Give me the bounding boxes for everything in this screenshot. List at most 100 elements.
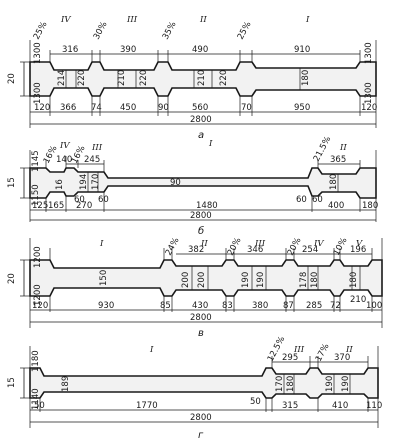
panel-a-bot-6: 560 (192, 103, 208, 113)
panel-b-end-1: 1145 (31, 150, 41, 172)
panel-c-bot-7: 87 (283, 301, 294, 311)
panel-c-th-1: 150 (99, 270, 109, 286)
panel-c-bot-11: 100 (366, 301, 382, 311)
panel-d-pass-3: II (345, 345, 353, 355)
panel-a-th-3: 210 (117, 70, 127, 86)
panel-b-bot-4: 60 (296, 195, 307, 205)
panel-b-bot-6: 60 (312, 195, 323, 205)
panel-d-top-2: 370 (334, 353, 350, 363)
panel-b-bot-2: 165 (48, 201, 64, 211)
panel-b-top-3: 365 (330, 155, 346, 165)
panel-d-top-1: 295 (282, 353, 298, 363)
panel-c: I II III IV V 24% 20% 20% 10% 382 346 25… (7, 236, 383, 339)
panel-a-bot-7: 70 (241, 103, 252, 113)
panel-b-bot-3: 270 (76, 201, 92, 211)
panel-a-end-1: 1300 (33, 42, 43, 64)
panel-c-th-8: 180 (349, 272, 359, 288)
panel-c-end-1: 1200 (33, 246, 43, 268)
panel-c-top-3: 254 (302, 245, 318, 255)
panel-a-bot-4: 450 (120, 103, 136, 113)
panel-b-bot-1: 125 (32, 201, 48, 211)
panel-a-pass-3: II (199, 15, 207, 25)
panel-c-th-4: 190 (241, 272, 251, 288)
panel-a-gauge: 20 (7, 73, 17, 84)
panel-a-letter: а (198, 130, 204, 141)
panel-a-dim-lines (23, 53, 376, 125)
panel-b: IV III I II 16% 16% 21.5% 140 245 365 15… (7, 135, 378, 237)
panel-b-pass-4: II (339, 143, 347, 153)
panel-c-bot-8: 285 (306, 301, 322, 311)
panel-a-bot-8: 950 (294, 103, 310, 113)
panel-d-dim-lines (23, 361, 378, 423)
panel-c-letter: в (198, 328, 204, 339)
panel-a-top-4: 910 (294, 45, 310, 55)
panel-b-pass-2: III (91, 143, 103, 153)
panel-d-end-1: 1180 (31, 350, 41, 372)
panel-d-th-1: 189 (61, 376, 71, 392)
panel-d-th-5: 190 (341, 376, 351, 392)
panel-c-bot-1: 120 (32, 301, 48, 311)
panel-c-bot-5: 83 (222, 301, 233, 311)
panel-d: I III II 12.5% 17% 295 370 15 1180 1140 … (7, 335, 382, 441)
panel-b-top-2: 245 (84, 155, 100, 165)
panel-b-small-1: 60 (74, 195, 85, 205)
panel-c-pass-5: V (356, 239, 363, 249)
panel-b-pass-3: I (208, 139, 213, 149)
panel-d-bot-2: 1770 (136, 401, 158, 411)
panel-a-th-7: 180 (301, 70, 311, 86)
panel-b-dim-lines (23, 163, 376, 221)
panel-b-gauge: 15 (7, 177, 17, 188)
panel-a-end-bottom-2: 1300 (364, 82, 374, 104)
panel-a-pass-2: III (126, 15, 138, 25)
panel-c-pass-2: II (200, 239, 208, 249)
panel-a-red-2: 30% (92, 20, 110, 41)
panel-a-th-6: 220 (219, 70, 229, 86)
panel-b-th-2: 194 (79, 174, 89, 190)
panel-c-top-1: 382 (188, 245, 204, 255)
panel-a-bot-9: 120 (361, 103, 377, 113)
panel-a-bot-1: 120 (34, 103, 50, 113)
panel-c-bot-4: 430 (192, 301, 208, 311)
panel-b-th-1: 16 (55, 179, 65, 190)
panel-a-bot-3: 74 (91, 103, 102, 113)
panel-b-total: 2800 (190, 211, 212, 221)
panel-a-end-2: 1300 (364, 42, 374, 64)
panel-a-bot-2: 366 (60, 103, 76, 113)
panel-b-th-3: 170 (91, 174, 101, 190)
panel-c-end-2: 1200 (33, 284, 43, 306)
panel-c-bot-3: 85 (160, 301, 171, 311)
panel-c-th-6: 178 (299, 272, 309, 288)
panel-a-top-3: 490 (192, 45, 208, 55)
panel-c-sections (20, 238, 383, 328)
panel-d-th-3: 180 (286, 376, 296, 392)
panel-d-bot-6: 110 (366, 401, 382, 411)
panel-a-th-1: 214 (57, 70, 67, 86)
panel-a-th-2: 220 (77, 70, 87, 86)
panel-c-top-4: 196 (350, 245, 366, 255)
panel-b-top-1: 140 (56, 155, 72, 165)
panel-d-bot-1: 50 (34, 401, 45, 411)
panel-b-bot-8: 180 (362, 201, 378, 211)
panel-d-pass-2: III (293, 345, 305, 355)
panel-a-end-bottom-1: 1300 (33, 82, 43, 104)
panel-a: IV III II I 25% 30% 35% 25% 316 390 490 … (7, 15, 377, 141)
panel-a-total: 2800 (190, 115, 212, 125)
panel-c-bot-6: 380 (252, 301, 268, 311)
panel-c-th-2: 200 (181, 272, 191, 288)
panel-b-bot-5: 1480 (196, 201, 218, 211)
panel-d-bot-4: 315 (282, 401, 298, 411)
panel-a-red-3: 35% (161, 20, 179, 41)
panel-d-bot-3: 50 (250, 397, 261, 407)
panel-b-bot-7: 400 (328, 201, 344, 211)
panel-d-pass-1: I (149, 345, 154, 355)
panel-c-bot-10: 210 (350, 295, 366, 305)
panel-c-pass-3: III (254, 239, 266, 249)
panel-b-pass-1: IV (59, 141, 70, 151)
panel-d-sections (20, 346, 379, 428)
panel-d-th-2: 170 (275, 376, 285, 392)
panel-a-sections (20, 40, 377, 128)
panel-a-pass-4: I (305, 15, 310, 25)
panel-b-th-5: 180 (329, 174, 339, 190)
